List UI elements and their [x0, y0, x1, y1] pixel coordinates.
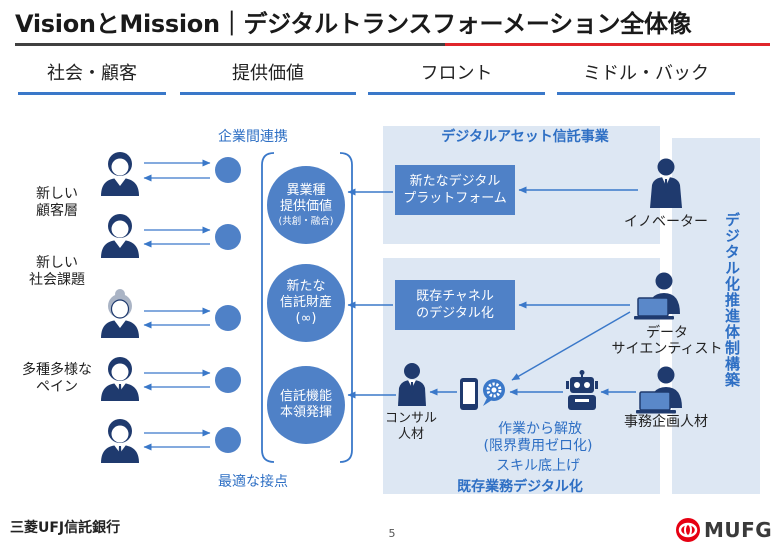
value-line: 異業種: [286, 182, 326, 198]
smartphone-gear-icon: [460, 378, 505, 410]
customer-woman-icon: [101, 289, 139, 338]
data-scientist-laptop-icon: [634, 272, 680, 320]
automation-label: 作業から解放: [498, 421, 582, 437]
touchpoint-circle: [215, 367, 241, 393]
column-header-front: フロント: [420, 63, 493, 84]
column-header-society: 社会・顧客: [47, 63, 137, 84]
company-name: 三菱UFJ信託銀行: [10, 520, 121, 536]
touchpoint-circle: [215, 305, 241, 331]
customer-person-icon: [101, 152, 139, 196]
value-line: 信託機能: [279, 389, 332, 404]
value-bracket-left: [261, 152, 275, 463]
digital-asset-title: デジタルアセット信託事業: [441, 129, 609, 145]
value-line: 新たな: [286, 279, 326, 294]
touchpoints-top-label: 企業間連携: [218, 129, 288, 145]
title-rule-red: [445, 43, 770, 46]
value-circle-new-trust-assets: 新たな 信託財産 (∞): [267, 264, 345, 342]
page-number: 5: [388, 527, 396, 540]
column-underline-value: [180, 92, 356, 95]
skill-up-label: スキル底上げ: [496, 458, 580, 474]
brand-wordmark: MUFG: [704, 518, 773, 542]
admin-planner-label: 事務企画人材: [624, 414, 708, 430]
touchpoint-circle: [215, 157, 241, 183]
innovator-person-icon: [650, 158, 682, 208]
promotion-system-panel: [672, 138, 760, 494]
customer-person-icon: [101, 214, 139, 258]
customer-person-icon: [101, 419, 139, 463]
consultant-label: コンサル 人材: [384, 411, 437, 442]
segment-label: 新しい 社会課題: [29, 255, 85, 288]
consultant-person-icon: [398, 363, 426, 406]
value-circle-trust-function: 信託機能 本領発揮: [267, 366, 345, 444]
column-underline-middle-back: [557, 92, 735, 95]
admin-planner-laptop-icon: [636, 366, 682, 414]
column-header-value: 提供価値: [232, 63, 304, 84]
existing-ops-title: 既存業務デジタル化: [457, 479, 583, 495]
title-rule-dark: [15, 43, 445, 46]
segment-label: 多種多様な ペイン: [22, 362, 92, 395]
page-title: VisionとMission｜デジタルトランスフォーメーション全体像: [15, 10, 692, 38]
channel-box: 既存チャネル のデジタル化: [395, 280, 515, 330]
value-subline: (共創・融合): [278, 215, 334, 227]
value-circle-cross-industry: 異業種 提供価値 (共創・融合): [267, 166, 345, 244]
robot-icon: [566, 370, 598, 410]
innovator-label: イノベーター: [624, 214, 708, 230]
value-line: 信託財産: [279, 295, 332, 310]
platform-box: 新たなデジタル プラットフォーム: [395, 165, 515, 215]
segment-label: 新しい 顧客層: [36, 186, 78, 219]
column-underline-front: [368, 92, 545, 95]
promotion-system-label: デジタル化推進体制構築: [723, 212, 741, 388]
touchpoint-circle: [215, 224, 241, 250]
column-underline-society: [18, 92, 166, 95]
data-scientist-label: データ サイエンティスト: [611, 325, 723, 357]
mufg-logo: [676, 518, 700, 542]
column-header-middle-back: ミドル・バック: [583, 63, 709, 84]
value-subline: (∞): [295, 311, 317, 326]
customer-person-icon: [101, 357, 139, 401]
touchpoint-circle: [215, 427, 241, 453]
value-line: 提供価値: [279, 198, 332, 214]
value-line: 本領発揮: [279, 405, 332, 420]
touchpoints-bottom-label: 最適な接点: [218, 474, 288, 490]
arrow-data-scientist-to-automation: [511, 311, 631, 381]
automation-sub-label: (限界費用ゼロ化): [483, 438, 593, 454]
